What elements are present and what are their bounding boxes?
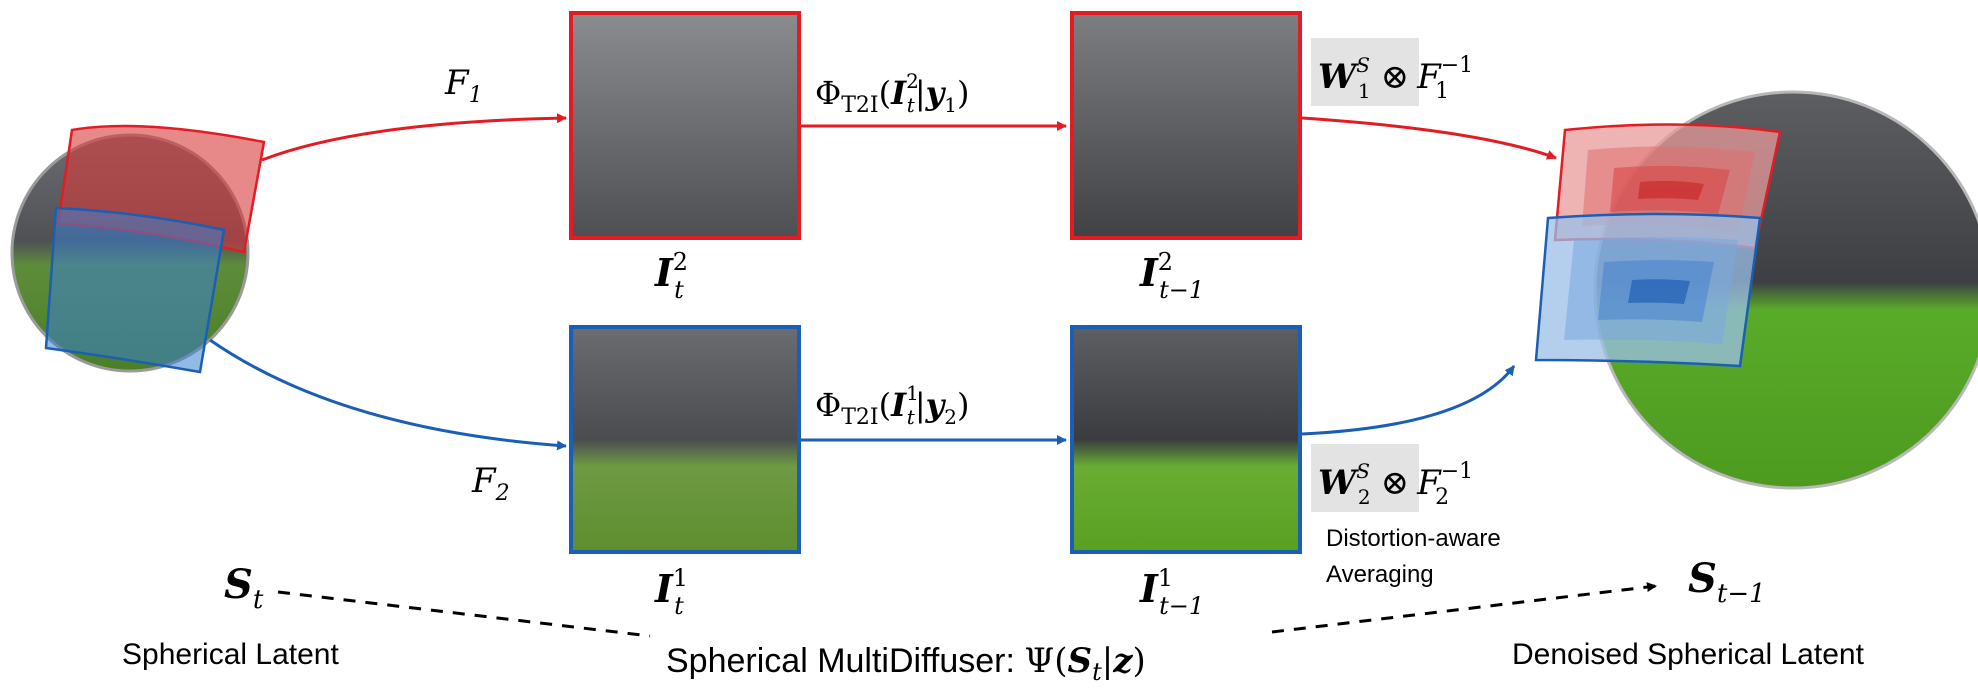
label-distortion-line1: Distortion-aware xyxy=(1326,525,1501,552)
label-S-t: St xyxy=(224,561,264,615)
label-S-tm1: St−1 xyxy=(1688,555,1766,609)
arrow-F1 xyxy=(261,113,567,162)
arrow-F2 xyxy=(209,338,567,451)
label-distortion-line2: Averaging xyxy=(1326,561,1434,588)
label-F1: F1 xyxy=(444,63,483,108)
dashed-arrow-left xyxy=(277,590,651,638)
arrow-W2 xyxy=(1301,365,1516,436)
label-F2: F2 xyxy=(471,461,510,506)
image-I-tm1-2 xyxy=(1070,11,1302,240)
patch-blue-left xyxy=(44,206,226,374)
caption-denoised-latent: Denoised Spherical Latent xyxy=(1512,638,1865,671)
arrow-W1 xyxy=(1301,116,1557,160)
W1-highlight xyxy=(1311,38,1419,106)
dashed-arrow-right xyxy=(1271,582,1657,634)
caption-multidiffuser: Spherical MultiDiffuser: Ψ(St|z) xyxy=(666,641,1146,686)
image-I-tm1-1 xyxy=(1070,325,1302,554)
image-I-t-2 xyxy=(569,11,801,240)
W2-highlight xyxy=(1311,444,1419,512)
patch-blue-right xyxy=(1534,212,1762,368)
image-I-t-1 xyxy=(569,325,801,554)
caption-spherical-latent: Spherical Latent xyxy=(122,638,339,671)
